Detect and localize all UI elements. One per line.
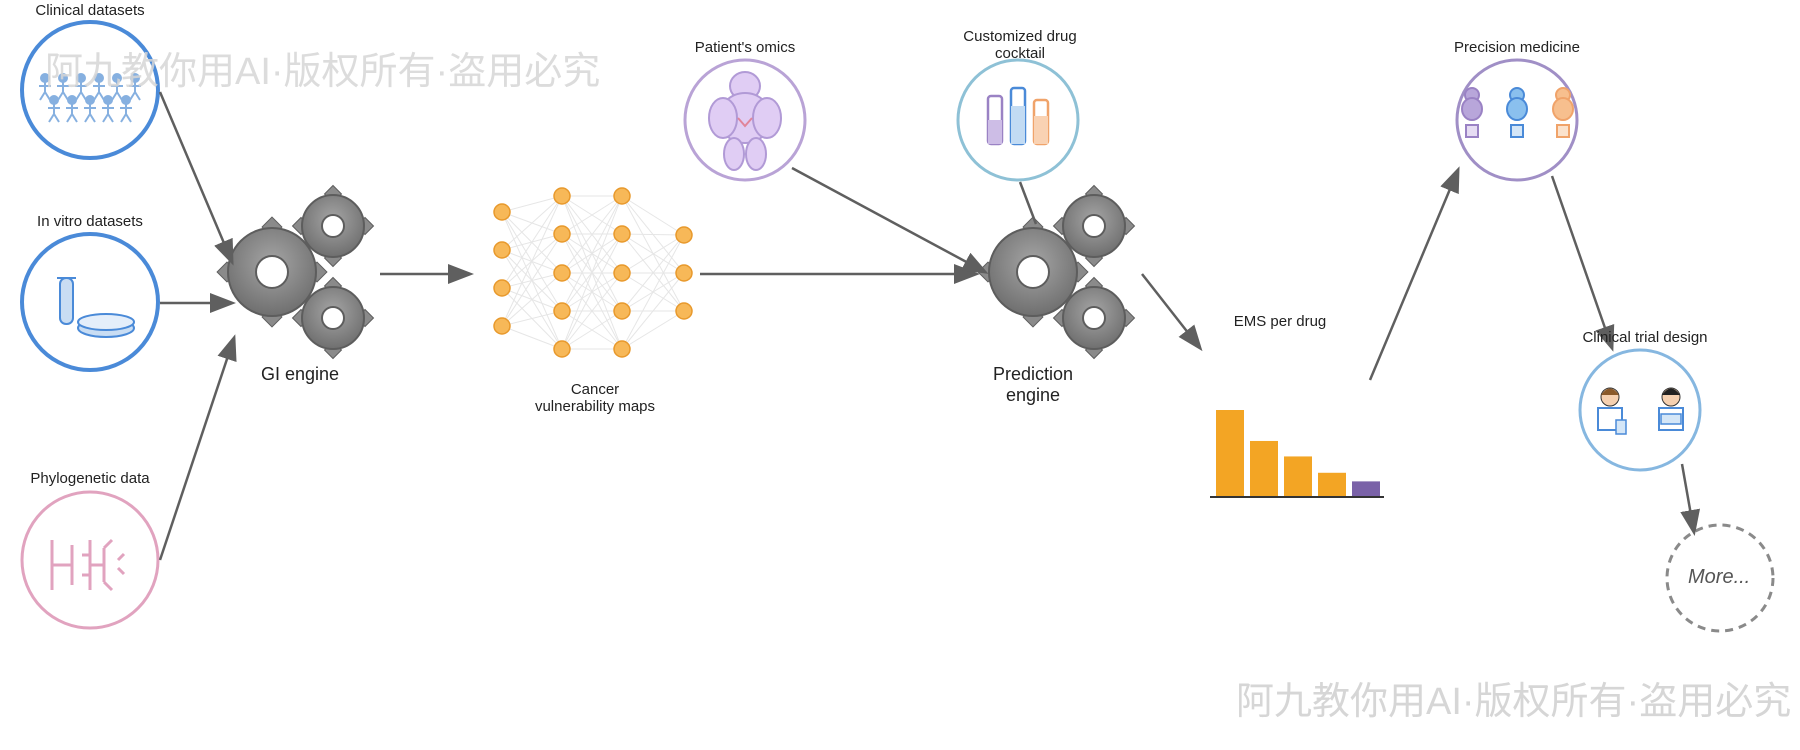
flow-arrows xyxy=(158,91,1701,561)
in-vitro-datasets-label: In vitro datasets xyxy=(37,213,143,230)
drug-cocktail-label: Customized drug cocktail xyxy=(940,28,1100,62)
prediction-label-line2: engine xyxy=(1005,385,1061,405)
arrow-prediction-to-ems xyxy=(1141,273,1203,352)
phylogenetic-data-label: Phylogenetic data xyxy=(30,470,150,487)
patients-icon xyxy=(1461,87,1574,138)
petri-dish-icon xyxy=(77,313,135,338)
network-node xyxy=(613,187,631,205)
doctors-icon xyxy=(1597,387,1684,435)
network-node xyxy=(613,264,631,282)
ems-bar xyxy=(1216,410,1244,496)
precision-medicine-node xyxy=(1455,58,1579,182)
test-tube-icon xyxy=(57,277,76,325)
network-node xyxy=(493,241,511,259)
arrow-trial-to-more xyxy=(1680,463,1701,536)
drug-tubes-icon xyxy=(986,86,1050,146)
network-node xyxy=(553,302,571,320)
network-node xyxy=(613,302,631,320)
ems-bar xyxy=(1284,456,1312,496)
network-node xyxy=(493,279,511,297)
patients-omics-label: Patient's omics xyxy=(694,39,796,56)
cancer-vulnerability-maps-label: Cancer vulnerability maps xyxy=(510,381,680,415)
network-edge xyxy=(501,195,563,327)
cocktail-label-line1: Customized drug xyxy=(963,28,1077,45)
arrow-phylo-to-gi xyxy=(158,334,237,561)
network-node xyxy=(613,225,631,243)
prediction-engine-label: Prediction engine xyxy=(963,364,1103,406)
gi-engine-label: GI engine xyxy=(260,364,340,384)
arrow-precision-to-trial xyxy=(1550,175,1615,352)
prediction-engine-gears-icon xyxy=(977,184,1136,360)
network-edge xyxy=(501,325,563,350)
cancer-label-line2: vulnerability maps xyxy=(534,398,656,415)
network-edge xyxy=(561,310,623,350)
network-node xyxy=(493,317,511,335)
drug-cocktail-node xyxy=(956,58,1080,182)
network-edge xyxy=(561,195,623,235)
network-node xyxy=(613,340,631,358)
ems-per-drug-label: EMS per drug xyxy=(1233,313,1327,330)
network-edge xyxy=(501,195,563,251)
ems-bar-chart xyxy=(1210,410,1384,498)
network-node xyxy=(553,340,571,358)
arrow-clinical-to-gi xyxy=(158,91,234,266)
network-edge xyxy=(561,195,623,350)
network-edge xyxy=(621,272,685,350)
network-edge xyxy=(561,233,623,350)
ems-bar xyxy=(1352,481,1380,496)
cancer-label-line1: Cancer xyxy=(570,381,620,398)
watermark-bottom: 阿九教你用AI·版权所有·盗用必究 xyxy=(1236,681,1792,723)
people-icon xyxy=(39,73,141,123)
phylogenetic-data-node xyxy=(20,490,160,630)
network-edge xyxy=(621,234,685,350)
watermark-top: 阿九教你用AI·版权所有·盗用必究 xyxy=(45,51,601,93)
network-node xyxy=(493,203,511,221)
clinical-trial-node xyxy=(1578,348,1702,472)
ems-bar xyxy=(1318,472,1346,496)
ems-bar xyxy=(1250,440,1278,496)
patients-omics-node xyxy=(683,58,807,182)
more-node xyxy=(1665,523,1775,633)
network-edge xyxy=(501,272,563,327)
clinical-trial-design-label: Clinical trial design xyxy=(1582,329,1708,346)
cocktail-label-line2: cocktail xyxy=(994,45,1046,62)
clinical-datasets-label: Clinical datasets xyxy=(35,2,145,19)
network-node xyxy=(553,187,571,205)
network-node xyxy=(553,225,571,243)
network-edge xyxy=(621,233,685,236)
patient-body-icon xyxy=(708,71,782,171)
network-node xyxy=(553,264,571,282)
arrow-omics-to-prediction xyxy=(791,166,989,274)
network-edge xyxy=(621,234,685,274)
prediction-label-line1: Prediction xyxy=(992,364,1074,384)
network-edge xyxy=(621,310,685,350)
network-edge xyxy=(501,195,563,213)
gi-engine-gears-icon xyxy=(216,184,375,360)
arrow-ems-to-precision xyxy=(1368,166,1460,381)
network-edge xyxy=(561,195,623,274)
network-edge xyxy=(501,310,563,327)
clinical-datasets-node xyxy=(20,20,160,160)
network-node xyxy=(675,264,693,282)
network-edge xyxy=(621,234,685,312)
network-edge xyxy=(621,195,685,236)
in-vitro-datasets-node xyxy=(20,232,160,372)
network-edge xyxy=(501,233,563,327)
network-node xyxy=(675,226,693,244)
line-cocktail-to-prediction xyxy=(1018,181,1038,225)
network-edge xyxy=(561,272,623,350)
network-edge xyxy=(501,195,563,289)
network-node xyxy=(675,302,693,320)
neural-network-icon xyxy=(493,187,693,358)
precision-medicine-label: Precision medicine xyxy=(1454,39,1580,56)
phylogenetic-tree-icon xyxy=(50,538,126,592)
network-edge xyxy=(561,195,623,312)
more-label: More... xyxy=(1688,566,1751,588)
